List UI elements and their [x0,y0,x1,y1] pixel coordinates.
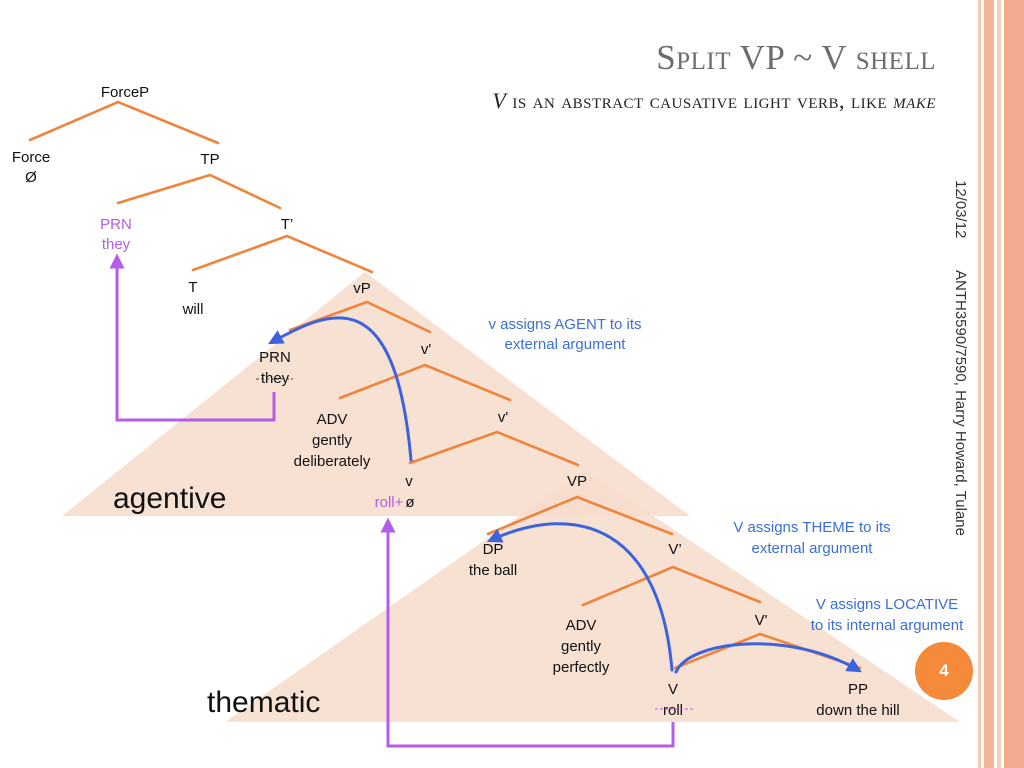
theme-arc [486,522,674,672]
node-adv1: ADV [317,411,348,428]
node-forcep: ForceP [101,84,149,101]
slide-title: Split VP ~ V shell [656,38,936,77]
node-prn-moved: PRN [100,216,132,233]
annotation-theme-line2: external argument [752,540,874,557]
node-prn: PRN [259,349,291,366]
node-tbar: T’ [281,216,294,233]
node-v-big: V [668,681,678,698]
region-label-thematic: thematic [207,686,320,719]
annotation-agent-line1: v assigns AGENT to its [488,316,641,333]
region-label-agentive: agentive [113,482,226,515]
annotation-locative-line1: V assigns LOCATIVE [816,596,958,613]
verb-raising-arrow [380,517,675,748]
page-number-badge: 4 [915,642,973,700]
node-the-ball: the ball [469,562,517,579]
node-v-little: v [405,473,413,490]
agent-arc [268,316,413,462]
agentive-triangle [62,272,690,516]
node-gently2: gently [561,638,602,655]
node-t: T [188,279,197,296]
tree-branches [28,100,862,670]
node-vp-little: vP [353,280,371,297]
node-pp: PP [848,681,868,698]
subtitle-v: V [492,88,507,113]
edge-stripe-4 [1004,0,1024,768]
edge-stripe-1 [978,0,981,768]
node-force: Force [12,149,50,166]
node-vbar2: v' [498,409,509,426]
node-tp: TP [200,151,219,168]
node-vbar-big2: V' [755,612,768,629]
subject-raising-arrow [109,253,276,422]
annotation-agent-line2: external argument [505,336,627,353]
node-force-null: Ø [25,169,37,186]
node-perfectly: perfectly [553,659,610,676]
edge-stripe-2 [984,0,994,768]
node-roll-trace: roll [663,702,683,719]
subtitle-make: make [893,88,936,113]
node-gently1: gently [312,432,353,449]
node-vbar-big1: V’ [668,541,681,558]
node-down-the-hill: down the hill [816,702,899,719]
node-null-v: ø [405,494,414,511]
node-vp-big: VP [567,473,587,490]
node-roll-plus: roll+ [375,494,404,511]
slide-subtitle: V is an abstract causative light verb, l… [492,88,936,114]
node-dp: DP [483,541,504,558]
node-they-trace: they [261,370,290,387]
annotation-locative-line2: to its internal argument [811,617,964,634]
node-will: will [182,301,204,318]
node-deliberately: deliberately [294,453,371,470]
edge-stripe-3 [997,0,1001,768]
locative-arc [674,642,862,674]
thematic-triangle [225,470,960,722]
subtitle-text: is an abstract causative light verb, lik… [506,88,894,113]
slide-footer: ANTH3590/7590, Harry Howard, Tulane [952,270,969,536]
node-vbar1: v' [421,341,432,358]
node-adv2: ADV [566,617,597,634]
annotation-theme-line1: V assigns THEME to its [733,519,890,536]
slide-date: 12/03/12 [952,180,969,239]
node-they-moved: they [102,236,131,253]
